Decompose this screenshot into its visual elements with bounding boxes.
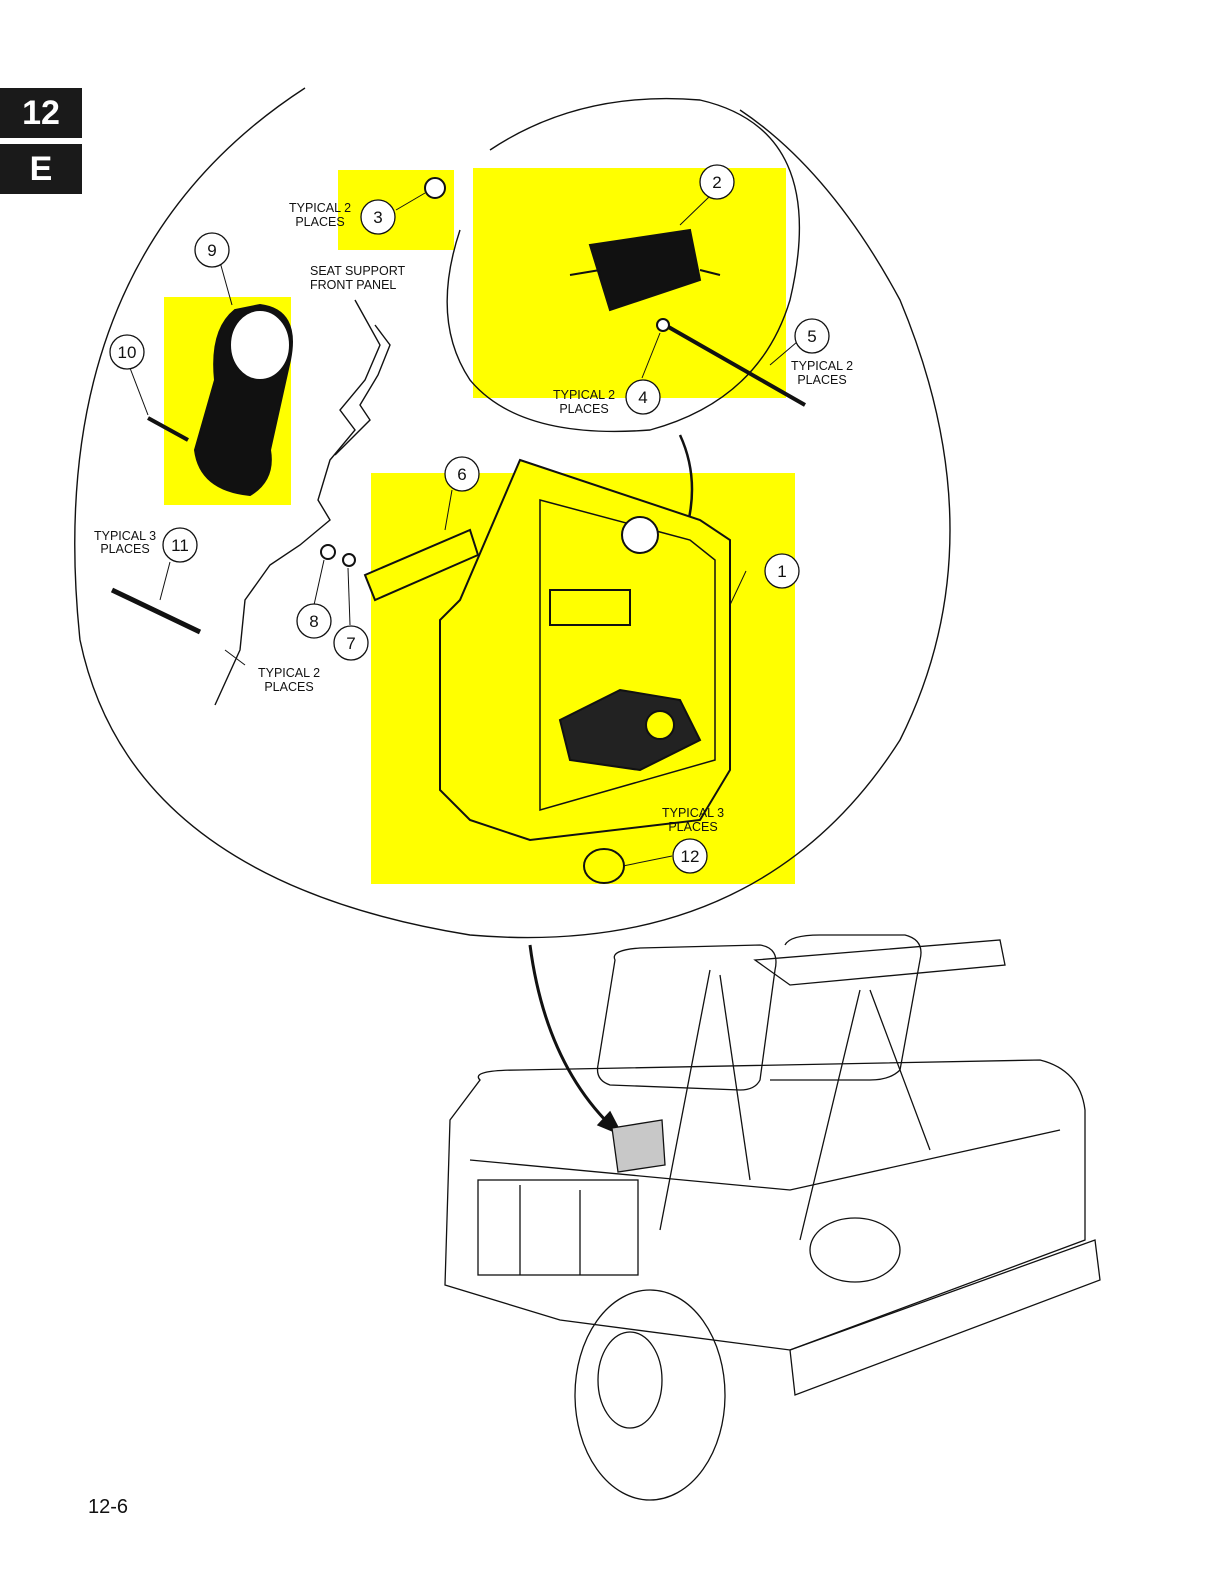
label-typical2-b-line2: PLACES: [559, 402, 608, 416]
label-typical2-d-line2: PLACES: [797, 373, 846, 387]
battery-divisions: [519, 1185, 581, 1275]
large-detail-circle: [74, 87, 951, 939]
switch-terminals: [569, 269, 721, 276]
rear-rack: [753, 939, 1006, 986]
svg-text:8: 8: [309, 612, 318, 631]
svg-text:3: 3: [373, 208, 382, 227]
leader-lines: [129, 192, 798, 867]
svg-text:5: 5: [807, 327, 816, 346]
label-seat-support-line2: FRONT PANEL: [310, 278, 396, 292]
body-crease: [469, 1129, 1061, 1191]
seat-support-panel-edge-2: [334, 324, 391, 456]
callout-7: 7: [333, 625, 369, 661]
callout-11: 11: [162, 527, 198, 563]
label-typical2-d-line1: TYPICAL 2: [791, 359, 853, 373]
callout-4: 4: [625, 379, 661, 415]
rear-wheel: [574, 1289, 726, 1501]
leader-11: [159, 561, 171, 601]
callout-6: 6: [444, 456, 480, 492]
nut-3: [424, 177, 446, 199]
svg-text:2: 2: [712, 173, 721, 192]
parts: [110, 177, 806, 884]
small-detail-circle: [446, 97, 801, 433]
leader-typical2-c: [224, 649, 246, 666]
label-typical3-b-line2: PLACES: [668, 820, 717, 834]
label-typical3-a-line2: PLACES: [100, 542, 149, 556]
wheel-hub: [597, 1331, 663, 1429]
leader-4: [641, 332, 661, 379]
bolt-11: [110, 587, 202, 635]
cart-body: [444, 1059, 1086, 1351]
center-hex: [645, 710, 675, 740]
svg-text:11: 11: [171, 536, 189, 555]
rear-bumper: [789, 1239, 1101, 1396]
washer-7: [342, 553, 356, 567]
callout-8: 8: [296, 603, 332, 639]
callouts: 1 2 3 4 5 6 7 8 9 10 11 12: [109, 164, 830, 874]
cam-bore: [229, 309, 291, 381]
page-number: 12-6: [88, 1496, 129, 1518]
callout-2: 2: [699, 164, 735, 200]
svg-text:9: 9: [207, 241, 216, 260]
label-typical3-b-line1: TYPICAL 3: [662, 806, 724, 820]
svg-text:4: 4: [638, 388, 647, 407]
seat-support-panel-edge: [214, 299, 381, 706]
rack-supports: [659, 969, 931, 1241]
label-typical2-a-line1: TYPICAL 2: [289, 201, 351, 215]
leader-8: [313, 559, 325, 606]
svg-text:10: 10: [118, 343, 137, 362]
golf-cart: [444, 934, 1101, 1501]
callout-5: 5: [794, 318, 830, 354]
label-seat-support-line1: SEAT SUPPORT: [310, 264, 406, 278]
svg-text:12: 12: [681, 847, 700, 866]
chapter-tab: 12: [0, 88, 82, 138]
leader-3: [395, 192, 426, 211]
seatback-right: [770, 934, 922, 1081]
leader-12: [622, 855, 673, 867]
housing-inner: [539, 499, 716, 811]
label-typical3-a-line1: TYPICAL 3: [94, 529, 156, 543]
housing-hole: [621, 516, 659, 554]
nut-12: [583, 848, 625, 884]
leader-7: [347, 567, 351, 626]
microswitch: [588, 228, 702, 312]
switch-screw: [664, 323, 806, 407]
leader-5: [769, 341, 798, 366]
motor: [809, 1217, 901, 1283]
callout-3: 3: [360, 199, 396, 235]
leader-2: [679, 195, 711, 226]
switch-location-marker: [611, 1119, 666, 1173]
washer-4: [656, 318, 670, 332]
location-arrow: [528, 944, 612, 1127]
callout-1: 1: [764, 553, 800, 589]
label-typical2-b-line1: TYPICAL 2: [553, 388, 615, 402]
seatback-left: [596, 944, 777, 1091]
leader-10: [129, 367, 149, 416]
label-typical2-c-line1: TYPICAL 2: [258, 666, 320, 680]
label-typical2-a-line2: PLACES: [295, 215, 344, 229]
label-typical2-c-line2: PLACES: [264, 680, 313, 694]
housing-switch: [549, 589, 631, 626]
battery-pack: [477, 1179, 639, 1276]
svg-text:6: 6: [457, 465, 466, 484]
svg-text:7: 7: [346, 634, 355, 653]
plate-6: [363, 528, 480, 602]
callout-9: 9: [194, 232, 230, 268]
text-labels: TYPICAL 2 PLACES TYPICAL 2 PLACES TYPICA…: [94, 201, 853, 834]
screw-10: [147, 416, 189, 442]
nut-8: [320, 544, 336, 560]
callout-12: 12: [672, 838, 708, 874]
housing-mechanism: [558, 688, 702, 772]
callout-10: 10: [109, 334, 145, 370]
leader-1: [729, 570, 747, 606]
section-tab: E: [0, 144, 82, 194]
leader-6: [444, 489, 453, 531]
svg-text:1: 1: [777, 562, 786, 581]
leader-9: [219, 261, 233, 306]
